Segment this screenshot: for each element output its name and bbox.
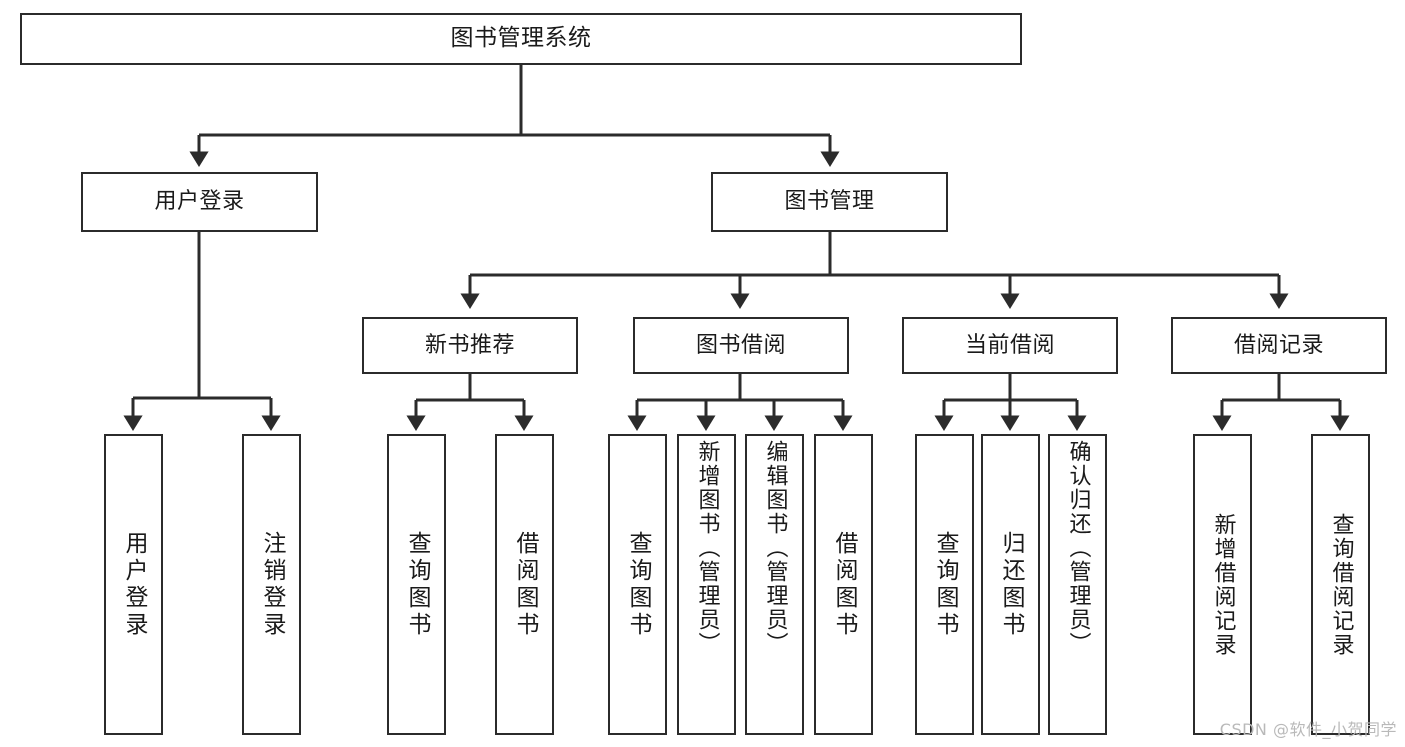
leaf-query-book-3[interactable]: 查询图书	[915, 434, 974, 735]
leaf-query-book-2-label: 查询图书	[625, 530, 651, 639]
leaf-confirm-return[interactable]: 确认归还（管理员）	[1048, 434, 1107, 735]
node-root-label: 图书管理系统	[450, 25, 592, 52]
leaf-confirm-return-label: 确认归还（管理员）	[1065, 440, 1091, 656]
node-user-login[interactable]: 用户登录	[81, 172, 318, 232]
leaf-edit-book[interactable]: 编辑图书（管理员）	[745, 434, 804, 735]
node-book-management-label: 图书管理	[784, 189, 875, 215]
leaf-add-book[interactable]: 新增图书（管理员）	[677, 434, 736, 735]
node-current-borrow-label: 当前借阅	[964, 332, 1055, 358]
node-borrow-record-label: 借阅记录	[1233, 332, 1324, 358]
leaf-borrow-book-1[interactable]: 借阅图书	[495, 434, 554, 735]
node-current-borrow[interactable]: 当前借阅	[902, 317, 1118, 374]
csdn-watermark: CSDN @软件_小贺同学	[1219, 720, 1397, 739]
leaf-borrow-book-1-label: 借阅图书	[512, 530, 538, 639]
leaf-logout-login-label: 注销登录	[259, 530, 285, 639]
leaf-return-book[interactable]: 归还图书	[981, 434, 1040, 735]
leaf-borrow-book-2[interactable]: 借阅图书	[814, 434, 873, 735]
leaf-add-record[interactable]: 新增借阅记录	[1193, 434, 1252, 735]
leaf-user-login-label: 用户登录	[121, 530, 147, 639]
leaf-logout-login[interactable]: 注销登录	[242, 434, 301, 735]
node-root[interactable]: 图书管理系统	[20, 13, 1022, 65]
leaf-add-book-label: 新增图书（管理员）	[694, 440, 720, 656]
leaf-query-record[interactable]: 查询借阅记录	[1311, 434, 1370, 735]
leaf-query-book-3-label: 查询图书	[932, 530, 958, 639]
node-borrow-record[interactable]: 借阅记录	[1171, 317, 1387, 374]
leaf-user-login[interactable]: 用户登录	[104, 434, 163, 735]
node-user-login-label: 用户登录	[154, 189, 245, 215]
node-book-management[interactable]: 图书管理	[711, 172, 948, 232]
node-book-borrow-label: 图书借阅	[695, 332, 786, 358]
node-new-book-recommend-label: 新书推荐	[424, 332, 515, 358]
leaf-edit-book-label: 编辑图书（管理员）	[762, 440, 788, 656]
node-book-borrow[interactable]: 图书借阅	[633, 317, 849, 374]
leaf-borrow-book-2-label: 借阅图书	[831, 530, 857, 639]
node-new-book-recommend[interactable]: 新书推荐	[362, 317, 578, 374]
leaf-add-record-label: 新增借阅记录	[1210, 512, 1236, 657]
leaf-query-book-2[interactable]: 查询图书	[608, 434, 667, 735]
leaf-return-book-label: 归还图书	[998, 530, 1024, 639]
leaf-query-book-1-label: 查询图书	[404, 530, 430, 639]
leaf-query-book-1[interactable]: 查询图书	[387, 434, 446, 735]
leaf-query-record-label: 查询借阅记录	[1328, 512, 1354, 657]
